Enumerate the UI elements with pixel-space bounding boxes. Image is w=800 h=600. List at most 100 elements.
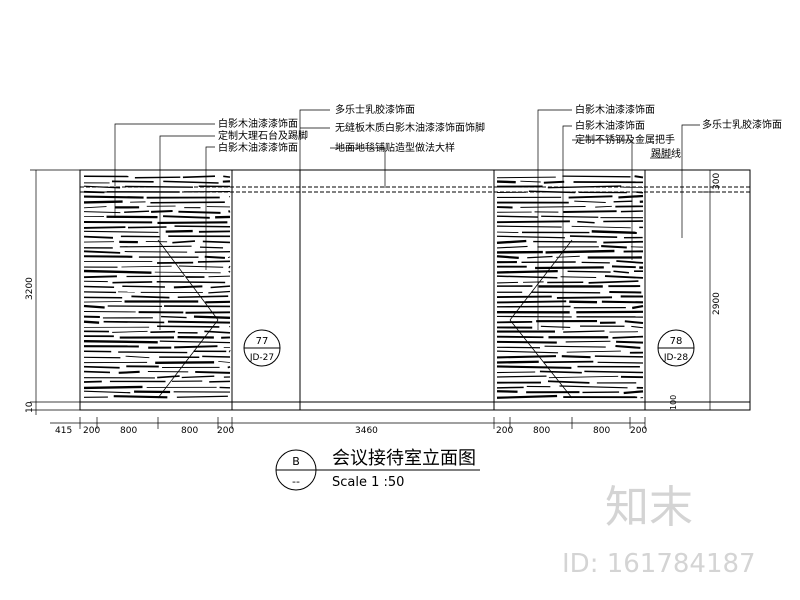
wood-grain-line	[178, 265, 224, 268]
wood-grain-line	[568, 195, 613, 199]
wood-grain-line	[547, 185, 622, 189]
wood-grain-line	[563, 330, 605, 333]
wood-grain-line	[496, 394, 558, 399]
wood-grain-line	[559, 385, 628, 389]
wood-grain-line	[539, 370, 582, 374]
wood-grain-line	[83, 390, 131, 394]
wood-grain-line	[83, 380, 102, 383]
wood-grain-line	[556, 296, 613, 299]
wood-grain-line	[181, 375, 215, 379]
wood-grain-line	[611, 265, 636, 269]
wood-grain-line	[560, 276, 597, 278]
leaders-right	[537, 109, 700, 330]
wood-grain-line	[574, 200, 606, 204]
annotation-right-3: 定制不锈钢及金属把手	[575, 133, 675, 146]
wood-grain-line	[528, 190, 576, 194]
wood-grain-line	[496, 275, 558, 279]
dim-bottom-4: 200	[217, 426, 234, 436]
wood-grain-line	[121, 265, 172, 268]
wood-grain-line	[594, 355, 644, 358]
wood-grain-line	[544, 345, 606, 348]
dim-bottom-0: 415	[55, 426, 72, 436]
wood-grain-line	[83, 385, 143, 390]
annotation-left-2: 定制大理石台及踢脚	[218, 129, 308, 142]
wood-grain-line	[520, 180, 541, 183]
dim-height-base: 10	[25, 401, 35, 413]
wood-grain-line	[581, 261, 610, 264]
wood-grain-line	[122, 285, 165, 288]
wood-grain-line	[496, 239, 527, 245]
wood-grain-line	[83, 301, 122, 303]
watermark-logo: 知末	[605, 482, 693, 533]
annotation-right-far: 多乐士乳胶漆饰面	[702, 118, 782, 131]
wood-grain-line	[218, 360, 231, 363]
wood-grain-line	[182, 175, 216, 179]
wood-grain-line	[210, 285, 231, 289]
leaders-left	[114, 123, 215, 330]
wood-grain-line	[540, 325, 571, 329]
wood-grain-line	[634, 175, 644, 179]
wood-grain-line	[496, 176, 556, 179]
elevation-frame	[79, 169, 751, 411]
wood-grain-line	[197, 260, 231, 263]
wood-grain-line	[118, 370, 140, 374]
wood-grain-line	[227, 256, 231, 259]
wood-grain-line	[83, 370, 111, 374]
wood-grain-line	[569, 235, 618, 238]
section-symbol-bottom: --	[292, 475, 300, 488]
wood-grain-line	[83, 275, 117, 279]
wood-grain-line	[83, 340, 158, 344]
wood-grain-line	[83, 195, 144, 199]
dim-bottom-3: 800	[181, 426, 198, 436]
wood-grain-line	[624, 320, 644, 324]
wood-grain-line	[119, 245, 192, 248]
wood-grain-line	[543, 360, 594, 364]
wood-grain-line	[157, 375, 180, 379]
dim-bottom-7: 800	[533, 426, 550, 436]
wood-grain-line	[496, 350, 559, 354]
wood-grain-line	[545, 249, 615, 254]
wood-grain-line	[208, 275, 231, 278]
wood-grain-line	[496, 360, 539, 364]
wood-grain-line	[496, 320, 533, 324]
wood-grain-line	[618, 194, 644, 199]
annotation-right-2: 白影木油漆饰面	[575, 119, 645, 132]
wood-grain-line	[565, 340, 611, 343]
annotation-right-1: 白影木油漆漆饰面	[575, 103, 655, 116]
wood-grain-line	[566, 350, 621, 353]
wood-grain-line	[83, 291, 117, 294]
wood-grain-line	[632, 304, 644, 310]
wood-grain-line	[562, 175, 631, 178]
wood-grain-line	[541, 215, 599, 218]
drawing-scale: Scale 1 :50	[332, 475, 404, 490]
wood-grain-line	[195, 370, 231, 374]
wood-grain-line	[535, 266, 604, 270]
annotation-right-4: 踢脚线	[651, 147, 681, 160]
wood-grain-line	[496, 281, 519, 284]
wood-grain-line	[128, 226, 167, 229]
wood-grain-line	[131, 295, 170, 299]
wood-grain-line	[496, 300, 567, 304]
wood-grain-line	[588, 280, 639, 284]
watermark-id: ID: 161784187	[562, 549, 756, 579]
tag-77-ref: JD-27	[249, 353, 274, 363]
wood-grain-line	[156, 280, 226, 284]
wood-grain-line	[151, 210, 173, 213]
dim-right-mid: 2900	[712, 292, 722, 315]
dim-bottom-6: 200	[496, 426, 513, 436]
wood-grain-line	[496, 235, 565, 239]
wood-grain-line	[83, 304, 105, 309]
wood-grain-line	[161, 315, 187, 319]
wood-grain-line	[83, 269, 152, 274]
dim-height-total: 3200	[25, 277, 35, 300]
wood-grain-line	[595, 205, 612, 208]
wood-grain-line	[496, 335, 544, 339]
dim-bottom-2: 800	[120, 426, 137, 436]
wood-grain-line	[601, 245, 627, 249]
wood-grain-line	[616, 260, 644, 264]
annotation-center-2: 无缝板木质白影木油漆漆饰面饰脚	[335, 121, 485, 134]
wood-grain-line	[124, 185, 193, 188]
wood-grain-line	[496, 315, 572, 318]
annotation-left-1: 白影木油漆漆饰面	[218, 117, 298, 130]
